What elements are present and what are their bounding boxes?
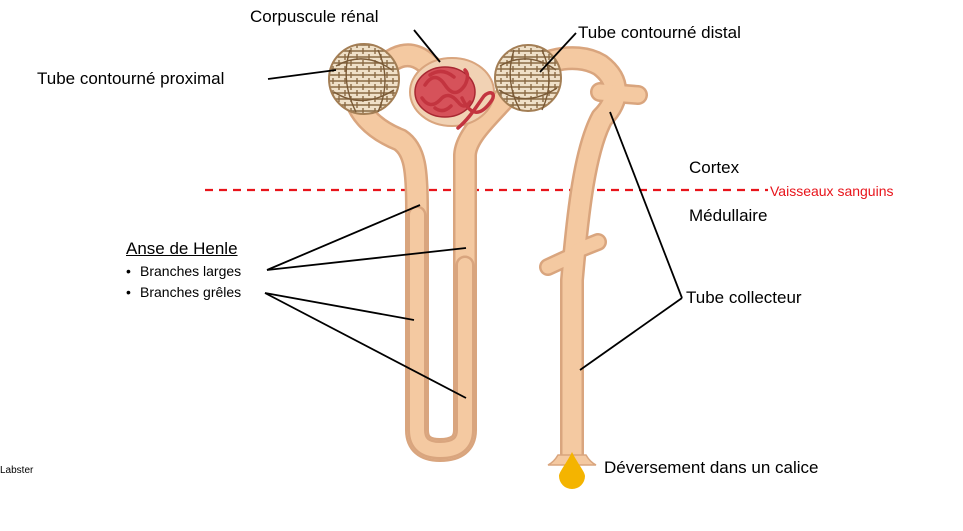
branches-greles-text: Branches grêles bbox=[140, 284, 242, 300]
credit-text: Labster bbox=[0, 465, 34, 476]
leader-larges-1 bbox=[266, 204, 421, 271]
label-tcp: Tube contourné proximal bbox=[37, 69, 225, 88]
branches-larges-text: Branches larges bbox=[140, 263, 242, 279]
leader-collecteur-1 bbox=[609, 111, 683, 299]
leader-larges-2 bbox=[266, 247, 467, 271]
label-medullaire: Médullaire bbox=[689, 206, 768, 225]
bullet bbox=[126, 263, 140, 279]
label-vaisseaux: Vaisseaux sanguins bbox=[770, 183, 894, 199]
label-branches-greles: Branches grêles bbox=[126, 283, 241, 301]
bullet bbox=[126, 284, 140, 300]
label-tube-collecteur: Tube collecteur bbox=[686, 288, 802, 307]
drop-icon bbox=[559, 452, 585, 489]
leader-tcd bbox=[539, 32, 577, 73]
proximal-tube bbox=[344, 48, 625, 465]
proximal-coil bbox=[328, 43, 400, 115]
thin-limb-fill bbox=[410, 208, 472, 458]
left-branch bbox=[541, 248, 581, 274]
thin-limbs bbox=[407, 205, 475, 460]
leader-collecteur-2 bbox=[579, 297, 683, 371]
distal-branch bbox=[592, 84, 646, 103]
leader-tcp bbox=[267, 69, 337, 80]
label-anse-henle: Anse de Henle bbox=[126, 239, 238, 258]
label-branches-larges: Branches larges bbox=[126, 262, 241, 280]
label-deversement: Déversement dans un calice bbox=[604, 458, 819, 477]
label-corpuscule: Corpuscule rénal bbox=[250, 7, 379, 26]
leader-greles-2 bbox=[264, 292, 467, 399]
label-tcd: Tube contourné distal bbox=[578, 23, 741, 42]
leader-lines bbox=[264, 29, 683, 399]
leader-corpuscule bbox=[413, 29, 441, 63]
distal-coil bbox=[494, 44, 562, 112]
right-branch bbox=[571, 235, 605, 257]
glomerulus bbox=[414, 66, 496, 130]
label-cortex: Cortex bbox=[689, 158, 740, 177]
leader-greles-1 bbox=[264, 292, 415, 321]
